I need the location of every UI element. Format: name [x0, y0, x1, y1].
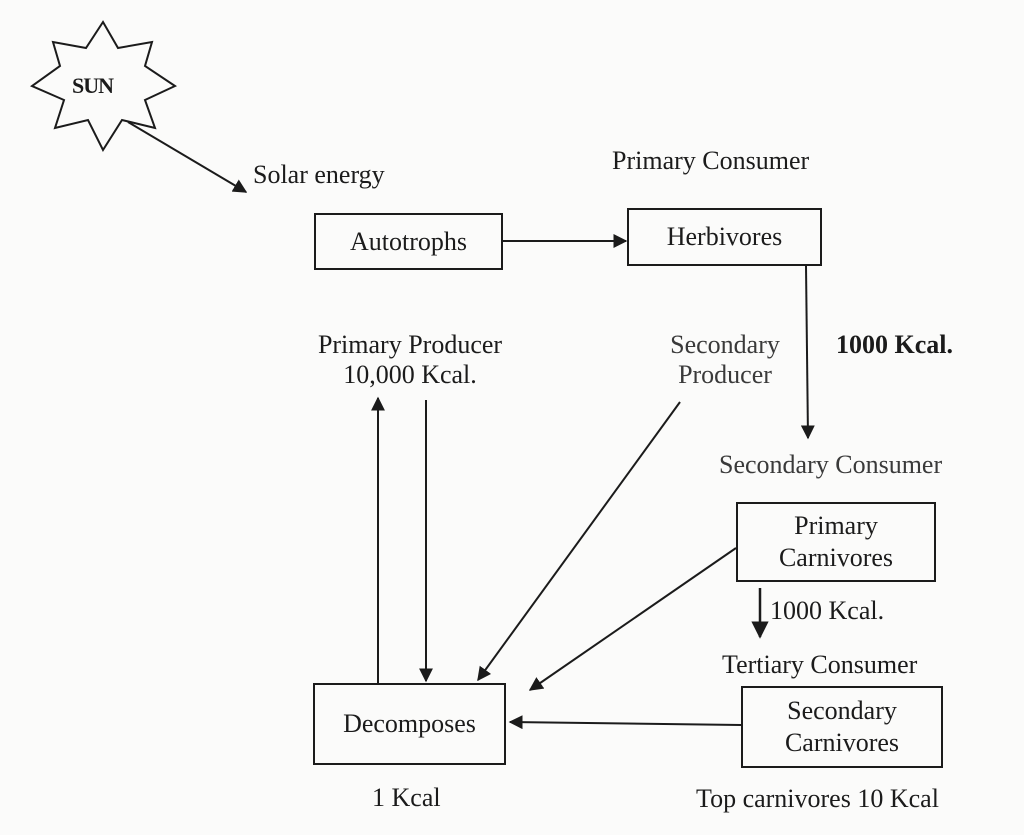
- herbivores-energy-label: 1000 Kcal.: [836, 330, 953, 359]
- sun-star-icon: [29, 20, 178, 153]
- arrow-sun-to-solar-energy: [127, 121, 248, 193]
- sun-label: SUN: [72, 73, 114, 98]
- arrow-secondary-producer-to-decomposers: [477, 401, 681, 682]
- carnivores-energy-label: 1000 Kcal.: [770, 596, 885, 625]
- top-carnivores-energy-label: Top carnivores 10 Kcal: [696, 784, 939, 813]
- arrow-primary-carnivores-to-decomposers: [528, 547, 737, 691]
- decomposers-box: Decomposes: [313, 683, 506, 765]
- secondary-carnivores-box: Secondary Carnivores: [741, 686, 943, 768]
- autotrophs-box: Autotrophs: [314, 213, 503, 270]
- herbivores-label: Herbivores: [666, 222, 783, 251]
- primary-carnivores-box: Primary Carnivores: [736, 502, 936, 582]
- primary-carnivores-line2: Carnivores: [778, 543, 894, 572]
- primary-producer-title: Primary Producer: [317, 330, 503, 359]
- tertiary-consumer-label: Tertiary Consumer: [722, 650, 918, 679]
- secondary-producer-label: Secondary Producer: [650, 330, 800, 390]
- herbivores-box: Herbivores: [627, 208, 822, 266]
- arrow-secondary-carnivores-to-decomposers: [508, 715, 742, 730]
- solar-energy-label: Solar energy: [253, 160, 385, 189]
- decomposer-energy-label: 1 Kcal: [372, 783, 441, 812]
- secondary-consumer-label: Secondary Consumer: [719, 450, 943, 479]
- primary-producer-label: Primary Producer 10,000 Kcal.: [295, 330, 525, 390]
- secondary-producer-line2: Producer: [678, 360, 772, 389]
- secondary-producer-line1: Secondary: [670, 330, 780, 359]
- secondary-carnivores-line2: Carnivores: [784, 728, 900, 757]
- primary-producer-energy: 10,000 Kcal.: [343, 360, 477, 389]
- arrow-herbivores-to-secondary-consumer: [800, 265, 815, 440]
- primary-consumer-label: Primary Consumer: [612, 146, 810, 175]
- autotrophs-label: Autotrophs: [350, 226, 467, 256]
- decomposers-label: Decomposes: [343, 709, 476, 738]
- secondary-carnivores-line1: Secondary: [787, 696, 897, 725]
- primary-carnivores-line1: Primary: [794, 511, 878, 540]
